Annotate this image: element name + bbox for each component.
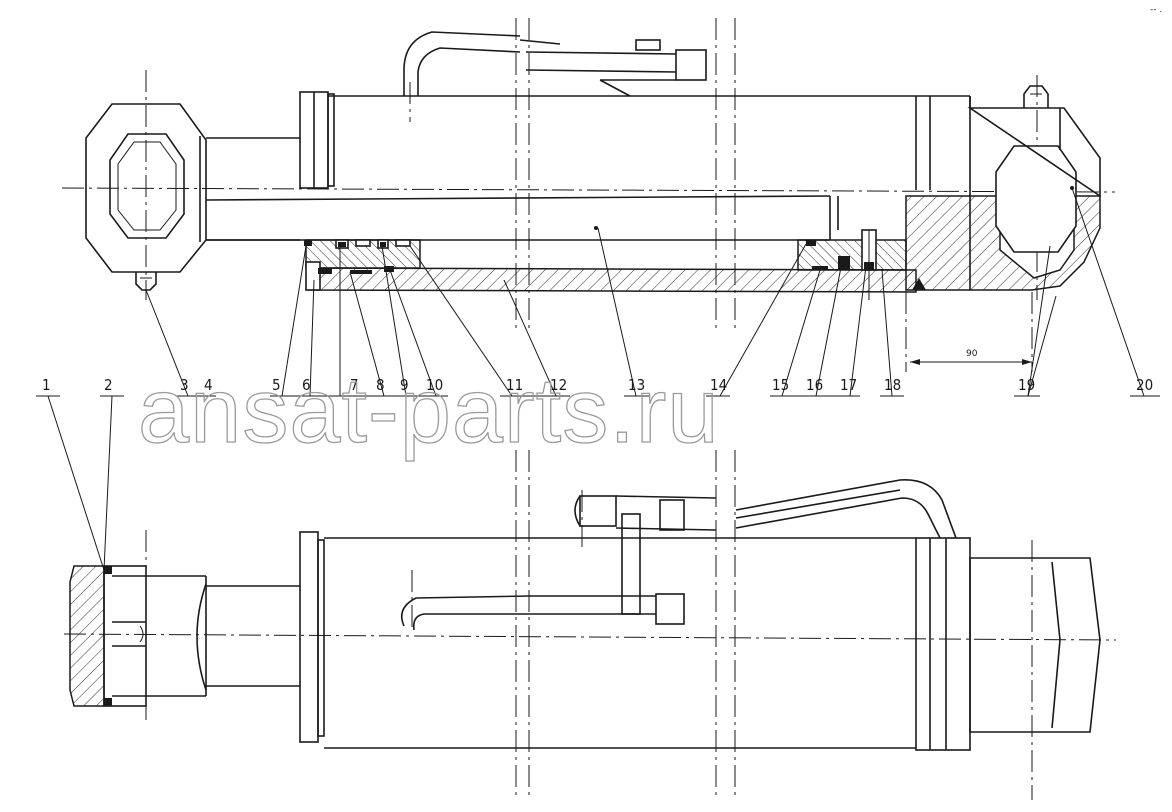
callout-2: 2 xyxy=(104,376,113,394)
head-eye-bore xyxy=(995,145,1077,253)
hydraulic-pipe-bottom xyxy=(735,479,957,539)
hydraulic-pipe-top xyxy=(403,31,521,96)
callout-18: 18 xyxy=(884,376,901,394)
watermark: ansat-parts.ru xyxy=(138,360,720,462)
callout-11: 11 xyxy=(506,376,523,394)
callout-16: 16 xyxy=(806,376,823,394)
corner-mark: -- . xyxy=(1150,5,1162,15)
top-sectional-view: 90 xyxy=(61,18,1116,372)
callout-12: 12 xyxy=(550,376,567,394)
callout-leaders xyxy=(36,187,1160,571)
callout-13: 13 xyxy=(628,376,645,394)
callout-19: 19 xyxy=(1018,376,1035,394)
callout-1: 1 xyxy=(42,376,51,394)
callout-3: 3 xyxy=(180,376,189,394)
rod-eye-bore xyxy=(109,133,185,239)
callout-6: 6 xyxy=(302,376,311,394)
rod-eye-side-section xyxy=(69,565,105,707)
callout-17: 17 xyxy=(840,376,857,394)
callout-8: 8 xyxy=(376,376,385,394)
callout-20: 20 xyxy=(1136,376,1153,394)
callout-7: 7 xyxy=(350,376,359,394)
callout-labels: 1 2 3 4 5 6 7 8 9 10 11 12 13 14 15 16 1… xyxy=(42,376,1153,394)
rod-eye-outer xyxy=(85,103,207,273)
callout-10: 10 xyxy=(426,376,443,394)
callout-14: 14 xyxy=(710,376,727,394)
callout-9: 9 xyxy=(400,376,409,394)
bottom-exterior-view xyxy=(63,450,1117,800)
callout-5: 5 xyxy=(272,376,281,394)
callout-15: 15 xyxy=(772,376,789,394)
callout-4: 4 xyxy=(204,376,213,394)
dimension-90: 90 xyxy=(966,349,978,359)
barrel-wall-section xyxy=(309,267,917,293)
head-end-block xyxy=(969,557,1101,733)
